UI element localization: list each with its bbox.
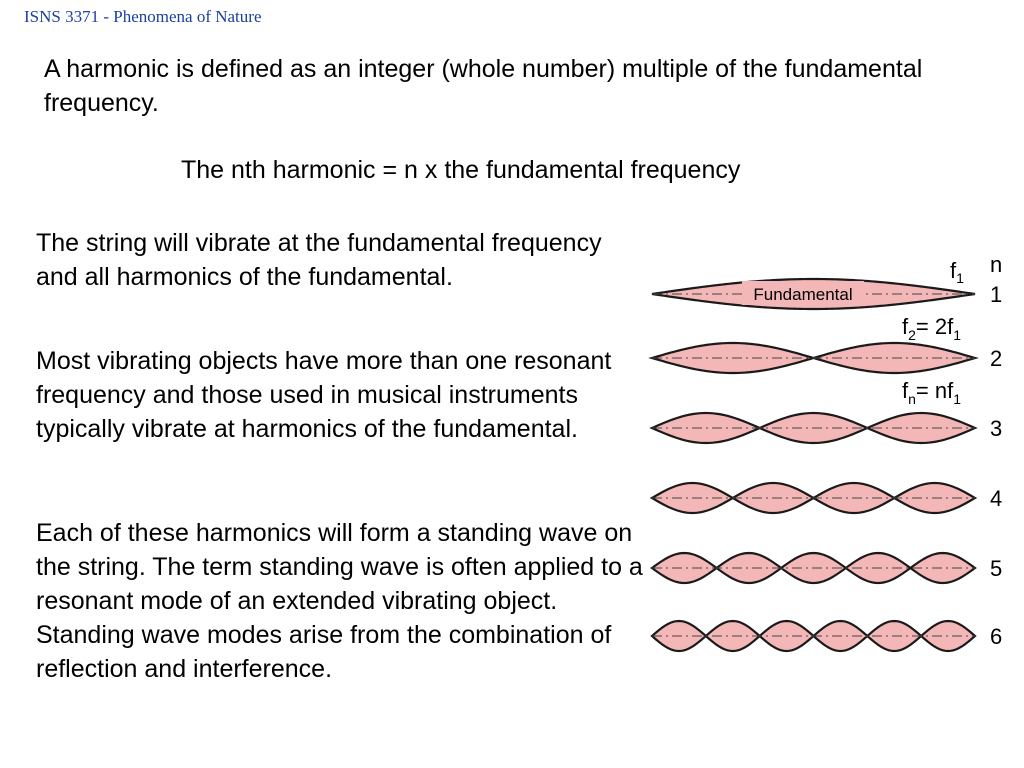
f-subscript: n <box>908 391 916 407</box>
harmonic-number: 4 <box>990 486 1002 511</box>
f-subscript: 1 <box>956 270 964 286</box>
f1-label: f1 <box>950 258 964 286</box>
course-header: ISNS 3371 - Phenomena of Nature <box>24 7 262 26</box>
fn-label: fn= nf1 <box>902 378 961 407</box>
f-symbol: f <box>902 314 909 339</box>
harmonic-number-group: 1 2 3 4 5 6 <box>990 282 1002 649</box>
f2-equation: = 2f <box>916 314 954 339</box>
fundamental-label-bg <box>742 281 864 305</box>
f2-label: f2= 2f1 <box>902 314 961 343</box>
paragraph-text: The string will vibrate at the fundament… <box>36 229 602 291</box>
f-subscript: 2 <box>908 327 916 343</box>
harmonic-number: 5 <box>990 556 1002 581</box>
harmonic-number: 2 <box>990 346 1002 371</box>
standing-wave-group: Fundamental <box>648 277 979 653</box>
paragraph-text: Most vibrating objects have more than on… <box>36 347 612 443</box>
fundamental-label: Fundamental <box>753 285 852 304</box>
paragraph-standing-wave: Each of these harmonics will form a stan… <box>36 516 646 686</box>
harmonic-number: 1 <box>990 282 1002 307</box>
formula-text: The nth harmonic = n x the fundamental f… <box>181 156 741 184</box>
fn-equation: = nf <box>916 378 954 403</box>
paragraph-text: Each of these harmonics will form a stan… <box>36 519 643 683</box>
n-header: n <box>990 252 1002 277</box>
f-symbol: f <box>902 378 909 403</box>
f-subscript: 1 <box>953 391 961 407</box>
f-symbol: f <box>950 258 957 283</box>
harmonic-number: 6 <box>990 624 1002 649</box>
paragraph-resonant: Most vibrating objects have more than on… <box>36 344 646 446</box>
intro-text: A harmonic is defined as an integer (who… <box>44 55 923 117</box>
paragraph-fundamental: The string will vibrate at the fundament… <box>36 226 636 294</box>
harmonic-number: 3 <box>990 416 1002 441</box>
f-subscript: 1 <box>953 327 961 343</box>
